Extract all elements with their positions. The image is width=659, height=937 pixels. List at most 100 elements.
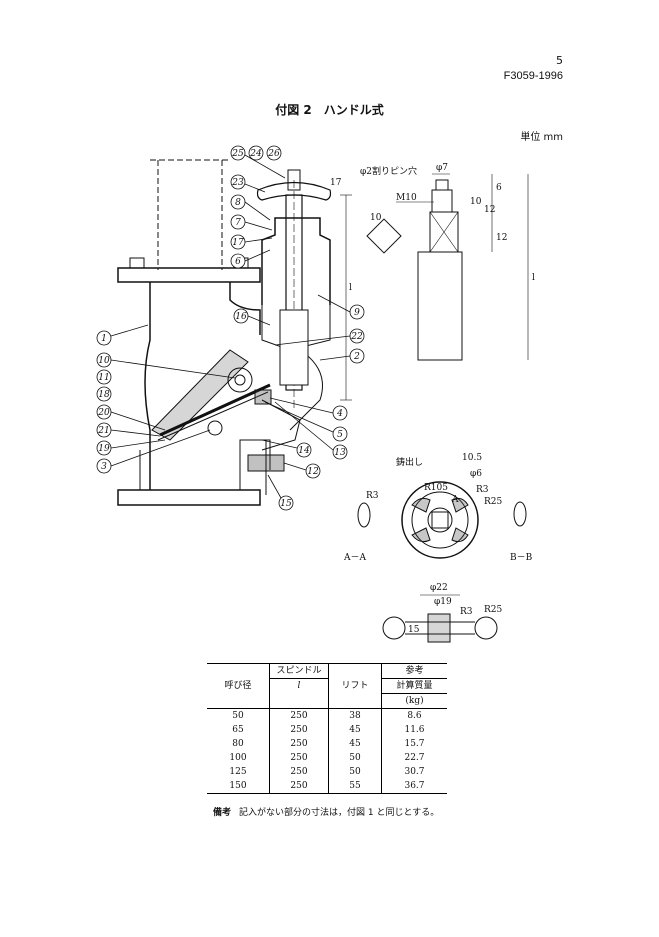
dim-l-main: l [349,283,352,293]
callout-18: 18 [96,386,112,402]
svg-text:14: 14 [298,446,310,456]
callout-12: 12 [283,462,321,479]
callout-5: 5 [264,401,348,442]
table-cell: 8.6 [381,708,447,723]
unit-label: 単位 mm [520,132,563,143]
svg-text:12: 12 [307,467,319,477]
svg-text:4: 4 [336,409,343,419]
svg-text:7: 7 [235,218,241,228]
casting-label: 鋳出し [396,456,423,468]
technical-drawing: l 17 25 24 26 23 8 7 17 6 16 9 22 2 1 10… [96,145,535,643]
table-cell: 36.7 [381,779,447,794]
callout-3: 3 [96,429,211,474]
svg-text:22: 22 [350,332,363,342]
header-spindle: スピンドル [269,663,329,679]
callout-1: 1 [96,324,149,346]
table-cell: 30.7 [381,765,447,779]
r105-label: R105 [424,483,448,493]
table-cell: 38 [328,708,382,723]
callout-11: 11 [96,369,112,385]
table-cell: 80 [232,739,244,749]
svg-text:23: 23 [231,178,244,188]
callout-6: 6 [230,249,271,269]
table-cell: 65 [232,725,244,735]
dim12a-label: 12 [484,205,495,215]
dim-l-spindle: l [532,273,535,283]
callout-10: 10 [96,352,236,379]
callout-2: 2 [319,348,365,364]
section-aa-r3: R3 [366,491,379,501]
callout-24: 24 [248,145,264,161]
header-nominal: 呼び径 [207,663,270,709]
svg-text:18: 18 [98,390,110,400]
table-cell: 250 [269,737,329,751]
callout-13: 13 [274,401,348,460]
r32-label: R3 [460,607,473,617]
table-cell: 50 [328,765,382,779]
svg-text:19: 19 [98,444,110,454]
table-cell: 50 [328,751,382,765]
table-cell: 55 [328,779,382,794]
svg-text:15: 15 [280,499,292,509]
callout-26: 26 [266,145,282,161]
table-cell: 250 [269,779,329,794]
callout-16: 16 [233,308,271,326]
callout-group: 25 24 26 23 8 7 17 6 16 9 22 2 1 10 11 1… [96,145,365,511]
callout-19: 19 [96,439,166,456]
svg-text:17: 17 [232,238,244,248]
svg-text:24: 24 [249,149,262,159]
r25-label: R25 [484,497,503,507]
table-cell: 15.7 [381,737,447,751]
r25b-label: R25 [484,605,503,615]
header-mass: 計算質量 [381,678,447,694]
svg-text:13: 13 [334,448,346,458]
dim15-label: 15 [408,625,420,635]
svg-text:2: 2 [353,352,360,362]
callout-14: 14 [261,439,312,458]
r63-label: R3 [476,485,489,495]
spindle-detail: φ2割りピン穴 φ7 M10 10 6 12 10 12 l [360,163,535,361]
table-cell: 100 [229,753,247,763]
figure-title: 付図 2 ハンドル式 [275,103,384,117]
callout-20: 20 [96,404,166,431]
table-cell: 50 [232,711,244,721]
phi22-label: φ22 [430,583,448,593]
handwheel-view: 鋳出し 10.5 φ6 R3 R105 R25 A A－A R3 B－B [343,453,533,563]
phi19-label: φ19 [434,597,452,607]
header-mass-unit: (kg) [381,693,447,709]
phi7-label: φ7 [436,163,448,173]
callout-8: 8 [230,194,271,221]
section-bb-label: B－B [510,553,533,563]
section-aa-label: A－A [343,553,366,563]
table-cell: 250 [269,723,329,737]
svg-text:9: 9 [354,308,360,318]
page-number: 5 [556,54,563,67]
svg-text:10: 10 [98,356,110,366]
svg-text:26: 26 [267,149,280,159]
spoke-section: φ22 φ19 R25 R3 15 [382,583,503,643]
callout-7: 7 [230,214,273,231]
letter-a: A [451,495,459,505]
svg-text:8: 8 [235,198,241,208]
callout-4: 4 [269,397,348,421]
svg-text:3: 3 [101,462,107,472]
dim10-label: 10 [470,197,482,207]
note-text: 記入がない部分の寸法は，付図 1 と同じとする。 [239,808,440,818]
svg-text:20: 20 [97,408,110,418]
callout-17: 17 [230,234,273,250]
table-cell: 125 [229,767,247,777]
sq10-label: 10 [370,213,382,223]
svg-text:21: 21 [97,426,109,436]
callout-22: 22 [274,328,365,346]
callout-15: 15 [267,474,294,511]
svg-text:16: 16 [235,312,247,322]
callout-9: 9 [317,294,365,320]
